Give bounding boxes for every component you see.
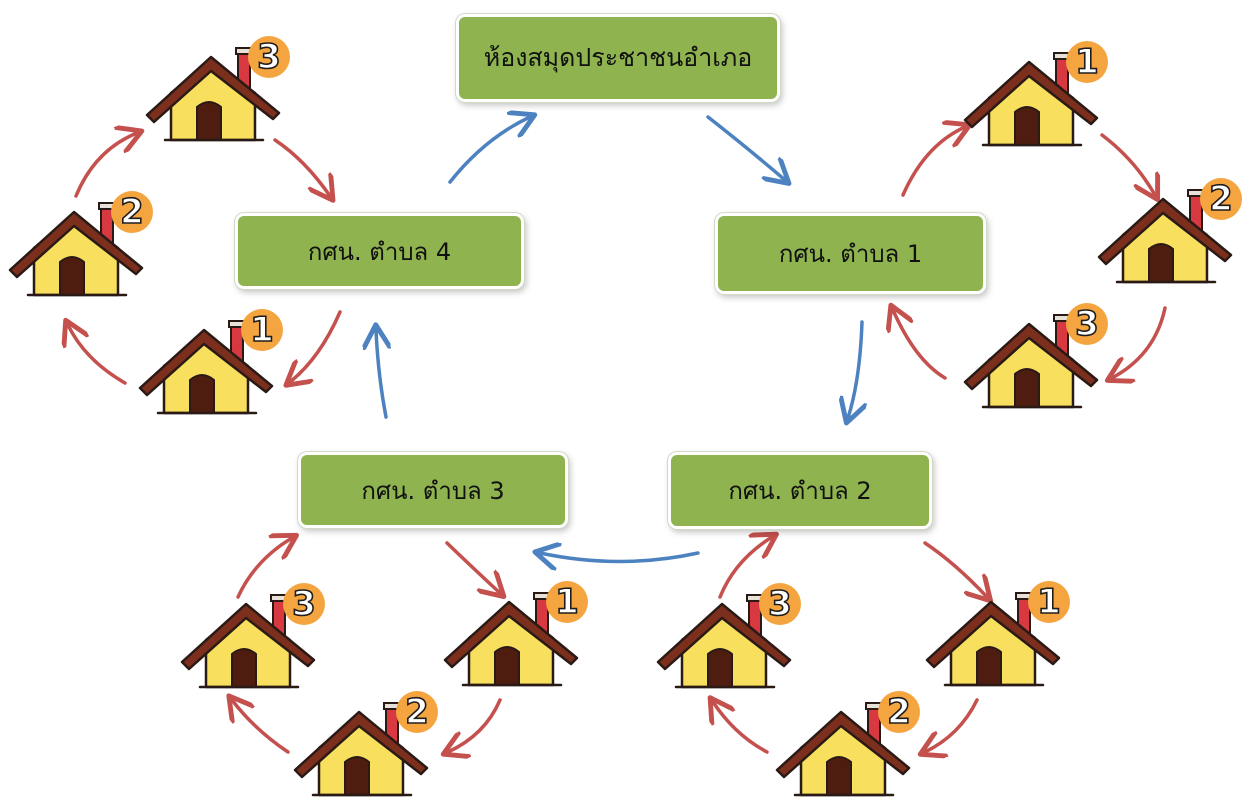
house-icon: 1 (138, 309, 283, 418)
arrow-house-1-to-house-2 (925, 698, 979, 752)
house-icon: 2 (293, 691, 438, 800)
arrow-house-2-to-house-3 (74, 133, 137, 198)
house-drawing (138, 320, 274, 415)
house-number-badge: 2 (396, 691, 438, 733)
tambon-4-box: กศน. ตำบล 4 (235, 213, 524, 289)
arrow-house-1-to-house-2 (448, 698, 502, 752)
house-number-badge: 2 (1200, 178, 1242, 220)
house-icon: 1 (443, 581, 588, 690)
arrow-t4-to-house-3 (273, 138, 330, 196)
house-drawing (180, 594, 316, 689)
house-drawing (963, 52, 1099, 147)
house-number-badge: 3 (248, 36, 290, 78)
district-library-label: ห้องสมุดประชาชนอำเภอ (483, 43, 753, 72)
tambon-1-box: กศน. ตำบล 1 (715, 213, 986, 294)
house-drawing (1097, 189, 1233, 284)
house-drawing (443, 592, 579, 687)
house-number-badge: 1 (241, 309, 283, 351)
house-number-badge: 3 (1066, 303, 1108, 345)
house-icon: 1 (963, 41, 1108, 150)
arrow-house-3-to-t1 (893, 310, 947, 380)
arrow-house-3-to-t2 (718, 537, 772, 599)
arrow-t2-to-house-1 (923, 541, 987, 597)
tambon-1-label: กศน. ตำบล 1 (778, 240, 923, 268)
house-number-badge: 1 (1028, 581, 1070, 623)
arrow-house-1-to-house-2 (1100, 133, 1155, 195)
arrow-t4-to-house-1 (290, 310, 342, 382)
arrow-house-3-to-t3 (236, 538, 292, 599)
arrow-t2-to-t3 (540, 553, 700, 562)
house-drawing (8, 202, 144, 297)
tambon-3-box: กศน. ตำบล 3 (298, 452, 568, 528)
house-icon: 2 (1097, 178, 1242, 287)
tambon-4-label: กศน. ตำบล 4 (307, 237, 452, 266)
arrow-house-2-to-house-3 (1112, 306, 1167, 378)
house-drawing (656, 594, 792, 689)
arrow-house-2-to-house-3 (232, 700, 290, 754)
house-icon: 3 (963, 303, 1108, 412)
arrow-library-to-t1 (706, 115, 785, 180)
house-icon: 2 (775, 691, 920, 800)
arrow-house-1-to-house-2 (68, 325, 127, 385)
house-number-badge: 3 (283, 583, 325, 625)
house-drawing (145, 47, 281, 142)
house-drawing (775, 702, 911, 797)
tambon-2-box: กศน. ตำบล 2 (668, 452, 932, 529)
house-drawing (925, 592, 1061, 687)
house-drawing (293, 702, 429, 797)
house-icon: 3 (656, 583, 801, 692)
arrow-t3-to-house-1 (445, 541, 500, 593)
house-number-badge: 3 (759, 583, 801, 625)
house-icon: 1 (925, 581, 1070, 690)
house-icon: 3 (180, 583, 325, 692)
house-drawing (963, 314, 1099, 409)
arrow-t4-to-library (448, 117, 530, 184)
arrow-t1-to-t2 (848, 320, 862, 418)
house-number-badge: 1 (1066, 41, 1108, 83)
house-number-badge: 2 (111, 191, 153, 233)
district-library-box: ห้องสมุดประชาชนอำเภอ (456, 14, 780, 102)
arrow-house-2-to-house-3 (713, 702, 769, 754)
house-number-badge: 1 (546, 581, 588, 623)
tambon-3-label: กศน. ตำบล 3 (361, 476, 505, 505)
house-icon: 3 (145, 36, 290, 145)
house-icon: 2 (8, 191, 153, 300)
house-number-badge: 2 (878, 691, 920, 733)
arrow-t3-to-t4 (376, 330, 386, 419)
arrow-t1-to-house-1 (901, 127, 965, 197)
tambon-2-label: กศน. ตำบล 2 (728, 477, 872, 505)
